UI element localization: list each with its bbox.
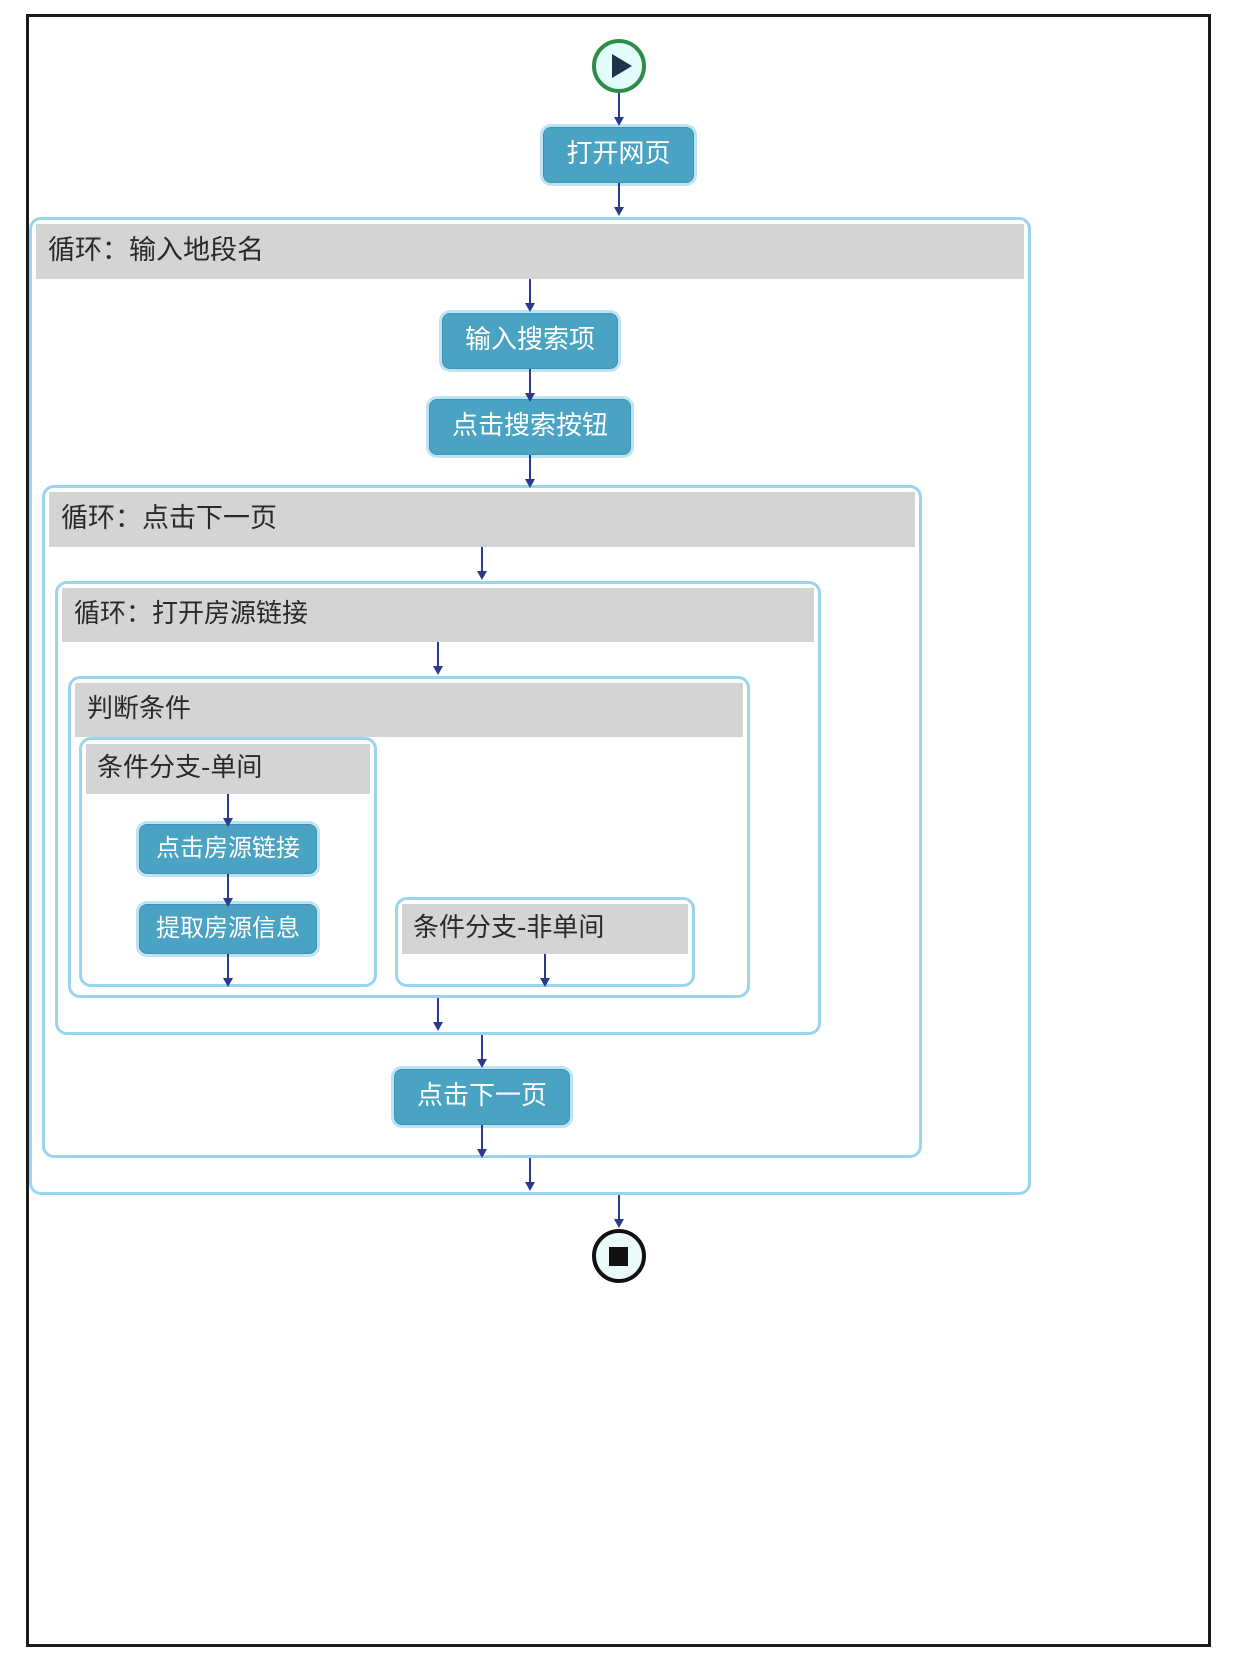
diagram-canvas: 打开网页 循环：输入地段名 输入搜索项 点击搜索按钮 循环：点击下一页 bbox=[26, 14, 1211, 1647]
connector-arrow bbox=[475, 1125, 489, 1158]
node-click-next-page[interactable]: 点击下一页 bbox=[393, 1069, 570, 1125]
loop-body-district: 输入搜索项 点击搜索按钮 循环：点击下一页 循环：打开房源链接 bbox=[32, 279, 1028, 1192]
node-click-search[interactable]: 点击搜索按钮 bbox=[428, 399, 631, 455]
connector-arrow bbox=[475, 1035, 489, 1069]
connector-arrow bbox=[221, 954, 235, 987]
connector-arrow bbox=[523, 1158, 537, 1192]
branch-single-room[interactable]: 条件分支-单间 点击房源链接 提取房源信息 bbox=[79, 737, 377, 987]
branch-body-single: 点击房源链接 提取房源信息 bbox=[82, 794, 374, 987]
play-icon bbox=[611, 54, 632, 78]
connector-arrow bbox=[538, 954, 552, 987]
loop-body-next-page: 循环：打开房源链接 判断条件 bbox=[45, 547, 919, 1158]
node-input-search[interactable]: 输入搜索项 bbox=[441, 313, 618, 369]
loop-block-open-listing[interactable]: 循环：打开房源链接 判断条件 bbox=[55, 581, 821, 1035]
loop-block-next-page[interactable]: 循环：点击下一页 循环：打开房源链接 bbox=[42, 485, 922, 1158]
start-node[interactable] bbox=[591, 39, 646, 93]
condition-body: 条件分支-单间 点击房源链接 提取房源信息 bbox=[71, 737, 747, 995]
branch-header-not-single: 条件分支-非单间 bbox=[402, 904, 688, 954]
branch-not-single-room[interactable]: 条件分支-非单间 bbox=[395, 897, 695, 987]
condition-branch-row: 条件分支-单间 点击房源链接 提取房源信息 bbox=[79, 737, 739, 987]
loop-header-open-listing: 循环：打开房源链接 bbox=[62, 588, 814, 642]
connector-arrow bbox=[612, 1195, 626, 1229]
end-node[interactable] bbox=[591, 1229, 646, 1283]
condition-block[interactable]: 判断条件 条件分支-单间 bbox=[68, 676, 750, 998]
node-extract-info[interactable]: 提取房源信息 bbox=[139, 904, 317, 954]
connector-arrow bbox=[431, 642, 445, 676]
flow-root: 打开网页 循环：输入地段名 输入搜索项 点击搜索按钮 循环：点击下一页 bbox=[29, 17, 1208, 1283]
stop-icon bbox=[609, 1246, 628, 1266]
connector-arrow bbox=[523, 279, 537, 313]
connector-arrow bbox=[221, 794, 235, 827]
loop-block-district[interactable]: 循环：输入地段名 输入搜索项 点击搜索按钮 循环：点击下一页 bbox=[29, 217, 1031, 1195]
connector-arrow bbox=[431, 998, 445, 1032]
connector-arrow bbox=[612, 93, 626, 127]
connector-arrow bbox=[612, 183, 626, 217]
node-open-page[interactable]: 打开网页 bbox=[543, 127, 694, 183]
connector-arrow bbox=[475, 547, 489, 581]
connector-arrow bbox=[523, 455, 537, 488]
connector-arrow bbox=[221, 874, 235, 907]
loop-header-next-page: 循环：点击下一页 bbox=[49, 492, 915, 547]
branch-body-not-single bbox=[398, 954, 692, 987]
node-click-listing[interactable]: 点击房源链接 bbox=[139, 824, 317, 874]
loop-body-open-listing: 判断条件 条件分支-单间 bbox=[58, 642, 818, 1032]
branch-header-single: 条件分支-单间 bbox=[86, 744, 370, 794]
condition-header: 判断条件 bbox=[75, 683, 743, 737]
loop-header-district: 循环：输入地段名 bbox=[36, 224, 1024, 279]
diagram-inner: 打开网页 循环：输入地段名 输入搜索项 点击搜索按钮 循环：点击下一页 bbox=[29, 17, 1208, 1644]
connector-arrow bbox=[523, 369, 537, 402]
